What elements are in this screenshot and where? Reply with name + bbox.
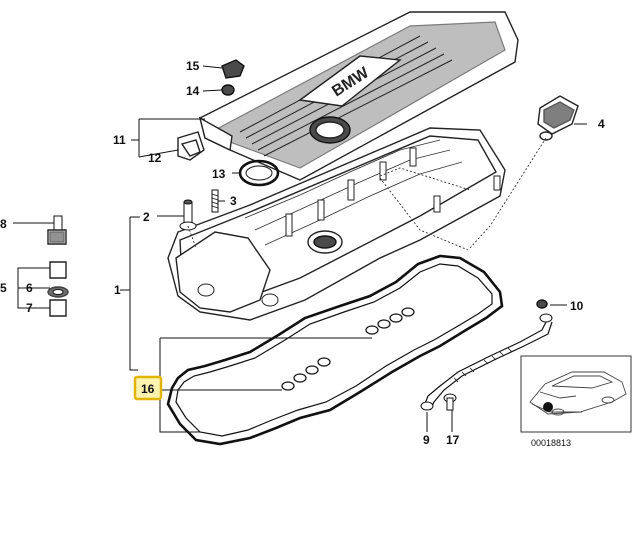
inset-caption: 00018813 xyxy=(531,438,571,448)
gasket xyxy=(166,254,504,446)
part-grommet xyxy=(177,131,205,161)
callout-15[interactable]: 15 xyxy=(186,59,200,73)
leader-lines xyxy=(13,65,587,433)
callout-14[interactable]: 14 xyxy=(186,84,200,98)
part-nut xyxy=(221,84,235,96)
car-location-inset: 00018813 xyxy=(520,355,632,448)
callout-5[interactable]: 5 xyxy=(0,281,7,295)
callout-10[interactable]: 10 xyxy=(570,299,584,313)
part-grommet-stack xyxy=(47,261,69,317)
callout-1[interactable]: 1 xyxy=(114,283,121,297)
callout-11[interactable]: 11 xyxy=(113,133,126,147)
part-rubber-stop xyxy=(221,59,245,79)
part-stud xyxy=(211,189,219,213)
callout-17[interactable]: 17 xyxy=(446,433,460,447)
part-8 xyxy=(47,215,67,245)
callout-12[interactable]: 12 xyxy=(148,151,162,165)
part-bolt xyxy=(179,199,197,231)
assembly-lines xyxy=(187,137,547,251)
callout-6[interactable]: 6 xyxy=(26,281,33,295)
callout-8[interactable]: 8 xyxy=(0,217,7,231)
callout-9[interactable]: 9 xyxy=(423,433,430,447)
callout-labels: 15 14 11 12 13 3 2 4 8 5 6 7 1 16 10 9 1… xyxy=(0,59,605,447)
location-marker-icon xyxy=(543,402,553,412)
car-silhouette xyxy=(529,371,627,416)
callout-13[interactable]: 13 xyxy=(212,167,226,181)
callout-3[interactable]: 3 xyxy=(230,194,237,208)
engine-cover: BMW xyxy=(198,11,519,181)
valve-cover xyxy=(167,127,506,321)
part-filler-cap xyxy=(537,95,579,141)
part-10-nut xyxy=(536,299,548,309)
part-17-bolt xyxy=(443,393,457,411)
callout-7[interactable]: 7 xyxy=(26,301,33,315)
callout-16-highlight xyxy=(133,375,163,401)
ground-strap xyxy=(420,313,553,411)
callout-4[interactable]: 4 xyxy=(598,117,605,131)
part-o-ring xyxy=(238,159,280,187)
callout-2[interactable]: 2 xyxy=(143,210,150,224)
callout-16[interactable]: 16 xyxy=(141,382,155,396)
